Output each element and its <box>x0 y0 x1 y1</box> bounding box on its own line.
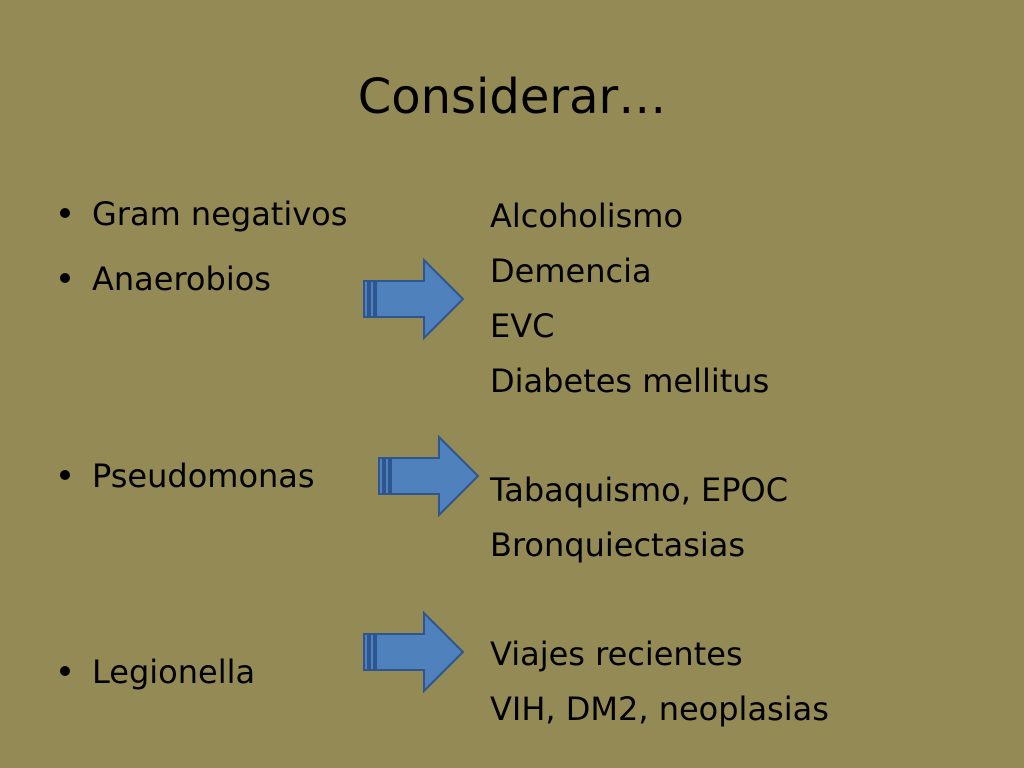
bullet-item-legionella: Legionella <box>60 652 255 692</box>
right-arrow-icon <box>363 257 465 341</box>
bullet-dot-icon <box>60 208 70 218</box>
right-arrow-icon <box>363 610 465 694</box>
risk-factor-line: Alcoholismo <box>490 197 684 235</box>
bullet-dot-icon <box>60 470 70 480</box>
bullet-dot-icon <box>60 666 70 676</box>
risk-factor-line: Viajes recientes <box>490 635 743 673</box>
bullet-dot-icon <box>60 273 70 283</box>
risk-factors-group-1: Alcoholismo Demencia EVC Diabetes mellit… <box>490 189 769 409</box>
bullet-item-anaerobios: Anaerobios <box>60 259 271 299</box>
bullet-item-pseudomonas: Pseudomonas <box>60 456 315 496</box>
bullet-label: Anaerobios <box>92 260 271 298</box>
risk-factors-group-2: Tabaquismo, EPOC Bronquiectasias <box>490 463 788 573</box>
bullet-label: Pseudomonas <box>92 457 315 495</box>
risk-factor-line: Tabaquismo, EPOC <box>490 471 789 509</box>
risk-factor-line: Demencia <box>490 252 652 290</box>
risk-factors-group-3: Viajes recientes VIH, DM2, neoplasias <box>490 627 829 737</box>
bullet-item-gram-negativos: Gram negativos <box>60 194 347 234</box>
risk-factor-line: Bronquiectasias <box>490 526 746 564</box>
bullet-label: Legionella <box>92 653 256 691</box>
right-arrow-icon <box>378 434 480 518</box>
risk-factor-line: EVC <box>490 307 555 345</box>
bullet-label: Gram negativos <box>92 195 348 233</box>
risk-factor-line: VIH, DM2, neoplasias <box>490 690 829 728</box>
risk-factor-line: Diabetes mellitus <box>490 362 770 400</box>
slide-title: Considerar… <box>357 69 667 125</box>
